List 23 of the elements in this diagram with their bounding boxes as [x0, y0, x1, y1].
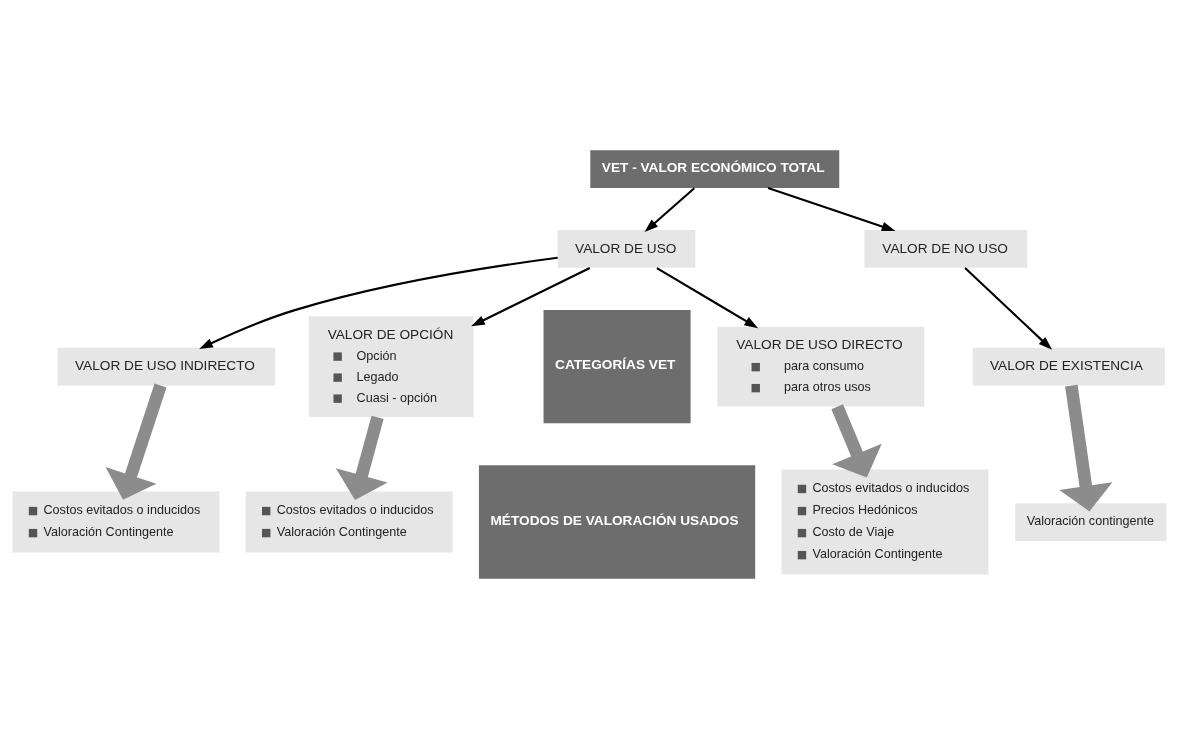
node-box: VALOR DE EXISTENCIA — [972, 347, 1165, 386]
arrow — [105, 383, 167, 500]
arrow — [964, 267, 1053, 350]
node-box: VALOR DE USO INDIRECTO — [57, 347, 276, 386]
node-box: Costos evitados o inducidos Valoración Contingente — [245, 491, 453, 553]
arrow — [644, 187, 695, 233]
node-box: Costos evitados o inducidos Precios Hedónicos Costo de Viaje Valoración Contingente — [781, 469, 989, 575]
arrow — [199, 256, 558, 349]
node-box: VALOR DE USO DIRECTO para consumo para otros usos — [717, 326, 925, 407]
node-box: CATEGORÍAS VET — [543, 309, 691, 424]
node-box: Costos evitados o inducidos Valoración Contingente — [12, 491, 220, 553]
node-box: VALOR DE USO — [557, 230, 696, 268]
node-box: Valoración contingente — [1015, 503, 1167, 541]
node-box: VALOR DE OPCIÓN Opción Legado Cuasi - opción — [308, 316, 474, 417]
node-box: VALOR DE NO USO — [864, 230, 1028, 268]
arrow — [335, 415, 388, 500]
arrow — [831, 404, 882, 478]
arrow — [767, 187, 896, 232]
arrow — [1059, 384, 1113, 512]
arrow — [656, 267, 759, 329]
node-box: VET - VALOR ECONÓMICO TOTAL — [590, 150, 840, 188]
arrow — [471, 267, 591, 327]
node-box: MÉTODOS DE VALORACIÓN USADOS — [478, 465, 756, 579]
